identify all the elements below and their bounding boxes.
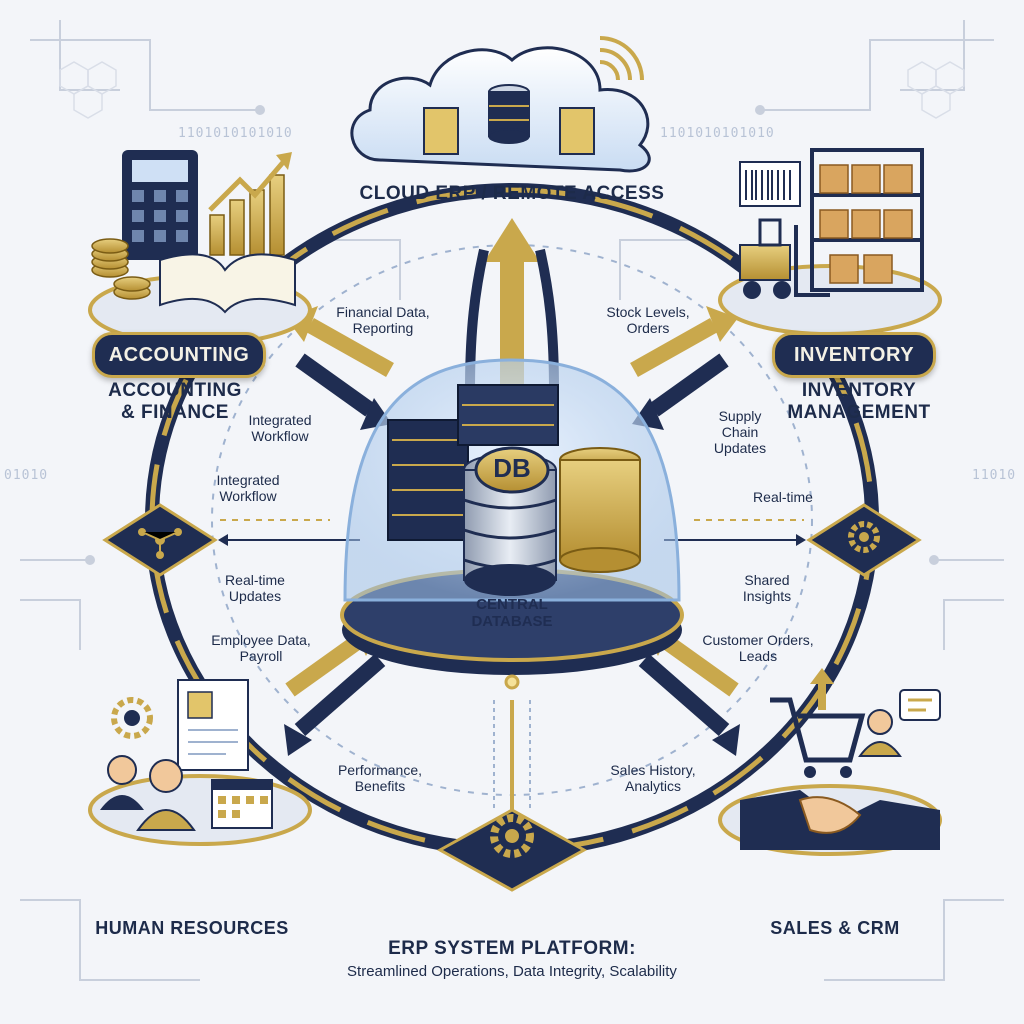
flow-performance-line2: Benefits [354,778,406,795]
flow-financial: Financial Data, Reporting [318,304,448,336]
flow-sales-history-line2: Analytics [624,778,682,795]
binary-right: 1101010101010 [660,126,775,141]
flow-shared-line2: Insights [742,588,792,605]
inventory-label-line1: INVENTORY [801,380,917,401]
flow-integrated-a-line1: Integrated [248,412,312,428]
accounting-pill: ACCOUNTING [92,332,266,378]
central-database-illustration [340,358,684,690]
inventory-label: INVENTORY MANAGEMENT [764,380,954,424]
flow-shared-line1: Shared [744,572,790,588]
flow-supply-line1: Supply [718,408,762,424]
arrow-inventory-in [649,353,729,417]
flow-performance: Performance, Benefits [320,762,440,794]
flow-stock: Stock Levels, Orders [588,304,708,336]
flow-customer-line2: Leads [738,648,778,665]
cloud-label: CLOUD ERP / REMOTE ACCESS [359,183,665,204]
sales-illustration [718,668,942,856]
flow-integrated-b-line1: Integrated [216,472,280,488]
flow-supply-line2: Chain [721,424,759,441]
central-label: CENTRAL DATABASE [432,596,592,631]
binary-far-left: 01010 [4,468,49,483]
platform-subtitle: Streamlined Operations, Data Integrity, … [347,963,677,980]
central-label-line1: CENTRAL [476,596,548,613]
arrow-head-cloud [484,218,540,262]
accounting-illustration [88,150,312,346]
right-node-gear-icon [806,503,922,577]
flow-sales-history-line1: Sales History, [610,762,696,778]
db-badge: DB [493,453,531,483]
flow-realtime-updates-line1: Real-time [225,572,285,588]
left-node-icon [102,503,218,577]
arrow-hr-in [285,633,365,697]
flow-stock-line1: Stock Levels, [606,304,690,320]
flow-financial-line2: Reporting [352,320,414,337]
flow-shared: Shared Insights [722,572,812,604]
accounting-label-line1: ACCOUNTING [108,380,242,401]
arrow-sales-in [659,633,739,697]
sales-label: SALES & CRM [770,918,900,938]
flow-performance-line1: Performance, [337,762,423,778]
flow-realtime-updates-line2: Updates [228,588,282,605]
flow-integrated-a: Integrated Workflow [230,412,330,444]
inventory-label-line2: MANAGEMENT [787,401,931,423]
arrow-hr-out [294,653,386,737]
hr-illustration [88,679,312,846]
flow-stock-line2: Orders [626,320,670,337]
flow-employee: Employee Data, Payroll [196,632,326,664]
flow-integrated-b-line2: Workflow [219,488,277,505]
arrow-inventory-out [630,318,718,377]
flow-supply-line3: Updates [713,440,767,457]
flow-supply: Supply Chain Updates [700,408,780,456]
binary-left: 1101010101010 [178,126,293,141]
platform-title: ERP SYSTEM PLATFORM: [388,938,636,959]
circuit-traces [20,20,1004,981]
cloud-illustration [350,36,651,173]
arrow-sales-out [638,653,730,737]
accounting-label: ACCOUNTING & FINANCE [80,380,270,424]
platform-node-gear-icon [436,808,588,892]
flow-financial-line1: Financial Data, [336,304,430,320]
flow-sales-history: Sales History, Analytics [588,762,718,794]
flow-employee-line2: Payroll [239,648,283,665]
flow-integrated-b: Integrated Workflow [198,472,298,504]
flow-realtime-right-line1: Real-time [753,489,813,505]
central-label-line2: DATABASE [471,613,553,631]
inventory-pill: INVENTORY [772,332,936,378]
platform-caption: ERP SYSTEM PLATFORM: Streamlined Operati… [212,938,812,980]
flow-realtime-updates: Real-time Updates [210,572,300,604]
flow-integrated-a-line2: Workflow [251,428,309,445]
flow-customer: Customer Orders, Leads [688,632,828,664]
hexagon-pattern [59,61,965,119]
accounting-label-line2: & FINANCE [121,401,229,423]
flow-realtime-right: Real-time [738,489,828,505]
flow-customer-line1: Customer Orders, [702,632,814,648]
binary-far-right: 11010 [972,468,1017,483]
arrow-accounting-out [306,318,394,377]
hr-label: HUMAN RESOURCES [95,918,289,938]
flow-employee-line1: Employee Data, [211,632,311,648]
arrow-accounting-in [295,353,375,417]
inventory-illustration [718,148,942,336]
